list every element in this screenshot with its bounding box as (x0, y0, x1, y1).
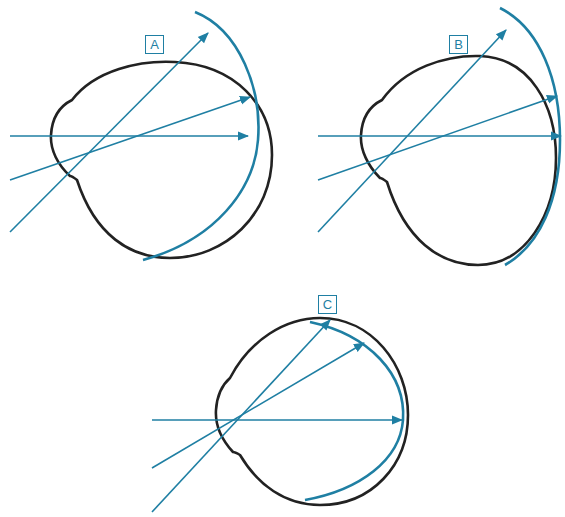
eye-a (10, 12, 272, 260)
panel-letter-box: B (449, 35, 468, 54)
panel-letter: A (150, 38, 159, 51)
eye-c (152, 318, 408, 512)
eyeball-outline (51, 62, 272, 258)
eye-b (318, 8, 561, 265)
light-ray (152, 419, 402, 421)
light-ray (10, 33, 208, 232)
panel-letter-box: C (318, 295, 337, 314)
light-ray (318, 96, 557, 180)
light-ray (10, 97, 250, 180)
light-ray (152, 343, 364, 468)
panel-letter-box: A (145, 35, 164, 54)
panel-letter: B (454, 38, 463, 51)
light-ray (10, 135, 248, 137)
light-ray (318, 30, 506, 232)
panel-letter: C (323, 298, 332, 311)
eyeball-outline (361, 56, 556, 265)
